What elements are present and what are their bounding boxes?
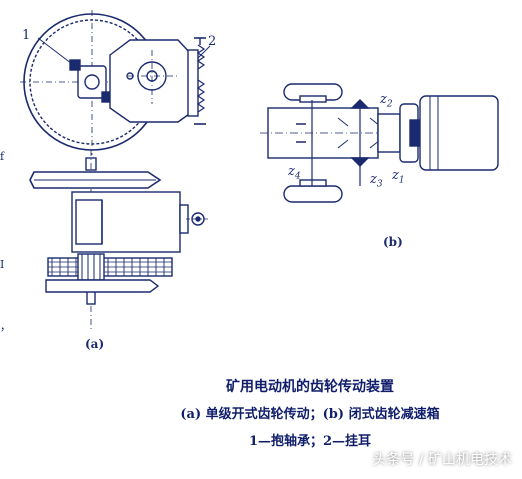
gearbox-input-coupling (377, 103, 423, 163)
leader-line-1 (37, 37, 81, 71)
subfigure-label-a: (a) (85, 337, 105, 351)
gear-label-z3: z3 (370, 172, 383, 190)
bearing-block-top (69, 59, 113, 103)
motor-housing-top-view (109, 39, 193, 123)
edge-glyph: ， (0, 320, 11, 333)
gearbox-output-wheel-top (283, 83, 343, 103)
part-label-1: 1 (22, 28, 31, 43)
gearbox-motor (419, 95, 499, 171)
edge-glyph: I (0, 258, 5, 271)
gearbox-output-wheel-bottom (283, 179, 343, 203)
part-label-2: 2 (208, 34, 217, 49)
watermark: 头条号 / 矿山机电技术 (372, 452, 512, 468)
gear-label-z1: z1 (392, 168, 405, 186)
gear-label-z4: z4 (288, 164, 301, 182)
large-gear-side-view (29, 171, 162, 189)
gear-label-z2: z2 (380, 92, 393, 110)
figure-caption-subtitle: (a) 单级开式齿轮传动；(b) 闭式齿轮减速箱 (180, 407, 440, 422)
subfigure-label-b: (b) (383, 235, 403, 249)
suspension-lug-spring (187, 37, 206, 125)
edge-glyph: f (0, 150, 5, 163)
pinion-and-gear-rim-side-view (45, 253, 173, 293)
motor-body-side-view (71, 191, 208, 253)
figure-caption-title: 矿用电动机的齿轮传动装置 (226, 379, 394, 395)
figure-caption-legend: 1—抱轴承；2—挂耳 (248, 434, 372, 449)
leader-line-2 (197, 45, 211, 59)
